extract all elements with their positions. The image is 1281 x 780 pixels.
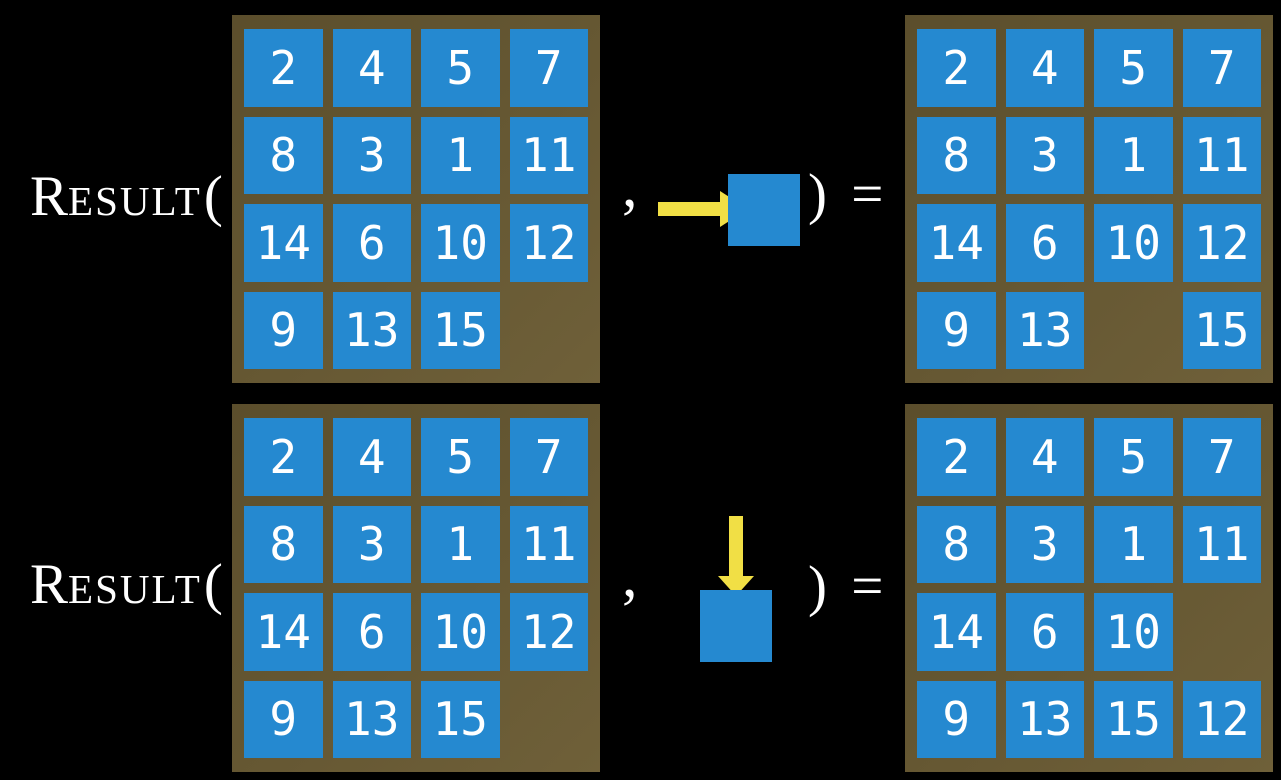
tile-4: 4: [1005, 29, 1084, 107]
result-function-label: RESULT(: [30, 168, 223, 225]
tile-8: 8: [244, 505, 323, 583]
tile-4: 4: [332, 418, 411, 496]
empty-cell: [510, 292, 589, 370]
open-paren: (: [203, 165, 223, 228]
blank-tile-icon: [728, 174, 800, 246]
function-name-rest: ESULT: [68, 566, 202, 612]
tile-6: 6: [332, 204, 411, 282]
tile-8: 8: [244, 116, 323, 194]
tile-13: 13: [1005, 291, 1084, 369]
tile-10: 10: [421, 593, 500, 671]
tile-15: 15: [1094, 680, 1173, 758]
result-function-label: RESULT(: [30, 556, 223, 613]
tile-14: 14: [244, 593, 323, 671]
function-name-initial: R: [30, 553, 69, 616]
tile-4: 4: [1005, 418, 1084, 496]
tile-3: 3: [1005, 505, 1084, 583]
tile-9: 9: [917, 291, 996, 369]
tile-1: 1: [1094, 505, 1173, 583]
function-name-rest: ESULT: [68, 178, 202, 224]
tile-15: 15: [421, 680, 500, 758]
tile-8: 8: [917, 505, 996, 583]
tile-10: 10: [1094, 593, 1173, 671]
function-name-initial: R: [30, 165, 69, 228]
comma-separator: ,: [622, 152, 638, 220]
move-down-action: [700, 516, 772, 662]
tile-4: 4: [332, 29, 411, 107]
close-paren-equals: ) =: [808, 163, 884, 226]
comma-separator: ,: [622, 542, 638, 610]
tile-10: 10: [1094, 204, 1173, 282]
empty-cell: [510, 681, 589, 759]
tile-5: 5: [1094, 418, 1173, 496]
tile-12: 12: [509, 593, 588, 671]
tile-14: 14: [917, 204, 996, 282]
tile-12: 12: [1182, 680, 1261, 758]
tile-2: 2: [244, 418, 323, 496]
move-right-action: [658, 172, 800, 248]
tile-13: 13: [1005, 680, 1084, 758]
tile-5: 5: [421, 29, 500, 107]
down-arrow-icon: [718, 516, 754, 596]
tile-9: 9: [244, 680, 323, 758]
tile-7: 7: [509, 418, 588, 496]
tile-14: 14: [917, 593, 996, 671]
tile-11: 11: [509, 116, 588, 194]
tile-9: 9: [244, 291, 323, 369]
tile-1: 1: [1094, 116, 1173, 194]
tile-13: 13: [332, 680, 411, 758]
tile-7: 7: [1182, 29, 1261, 107]
tile-2: 2: [917, 29, 996, 107]
tile-8: 8: [917, 116, 996, 194]
tile-12: 12: [509, 204, 588, 282]
tile-2: 2: [917, 418, 996, 496]
tile-10: 10: [421, 204, 500, 282]
tile-3: 3: [332, 505, 411, 583]
blank-tile-icon: [700, 590, 772, 662]
tile-3: 3: [332, 116, 411, 194]
tile-5: 5: [1094, 29, 1173, 107]
tile-3: 3: [1005, 116, 1084, 194]
tile-15: 15: [421, 291, 500, 369]
tile-5: 5: [421, 418, 500, 496]
tile-6: 6: [332, 593, 411, 671]
empty-cell: [1183, 593, 1262, 671]
empty-cell: [1094, 292, 1173, 370]
tile-11: 11: [1182, 116, 1261, 194]
close-paren-equals: ) =: [808, 555, 884, 618]
tile-7: 7: [1182, 418, 1261, 496]
tile-6: 6: [1005, 593, 1084, 671]
tile-6: 6: [1005, 204, 1084, 282]
tile-12: 12: [1182, 204, 1261, 282]
tile-2: 2: [244, 29, 323, 107]
tile-1: 1: [421, 505, 500, 583]
tile-13: 13: [332, 291, 411, 369]
tile-14: 14: [244, 204, 323, 282]
tile-1: 1: [421, 116, 500, 194]
tile-15: 15: [1182, 291, 1261, 369]
open-paren: (: [203, 553, 223, 616]
tile-11: 11: [509, 505, 588, 583]
tile-7: 7: [509, 29, 588, 107]
tile-11: 11: [1182, 505, 1261, 583]
tile-9: 9: [917, 680, 996, 758]
